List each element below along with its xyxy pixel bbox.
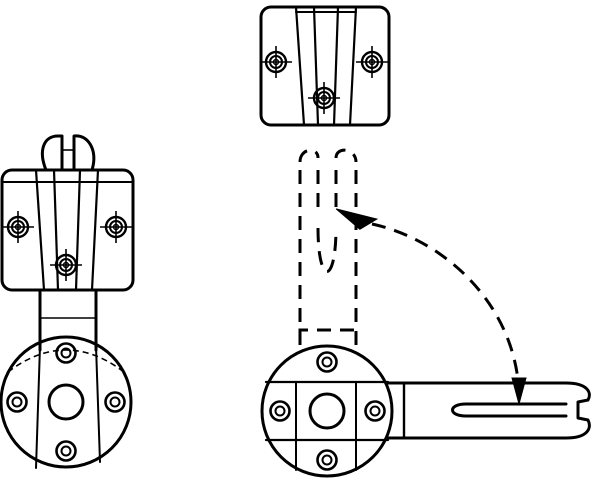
view-detached-clamp bbox=[258, 5, 391, 127]
clamp-channel-lines bbox=[34, 168, 100, 292]
rotated-mounting-disk bbox=[260, 344, 394, 478]
view-rotated-assembly bbox=[260, 148, 591, 478]
ghost-arm-base bbox=[298, 328, 356, 336]
disk-hidden-edge bbox=[7, 349, 125, 373]
clamp-block bbox=[0, 168, 135, 292]
detached-channel-lines bbox=[294, 5, 358, 127]
rotated-disk-arm-edges bbox=[264, 380, 390, 442]
rotated-disk-clip-lines bbox=[295, 381, 357, 471]
rotation-arc bbox=[371, 222, 520, 381]
detached-clamp-block bbox=[259, 5, 391, 127]
arm-column bbox=[38, 288, 98, 352]
disk-arm-edges bbox=[35, 345, 101, 469]
arm-slot bbox=[451, 402, 568, 418]
mounting-disk bbox=[0, 335, 133, 469]
rotated-arm bbox=[370, 381, 591, 440]
ghost-arm bbox=[298, 148, 358, 345]
center-bore bbox=[47, 383, 85, 421]
rotated-center-bore bbox=[308, 392, 346, 430]
slotted-finger bbox=[41, 134, 96, 172]
view-left-assembly bbox=[0, 134, 135, 469]
